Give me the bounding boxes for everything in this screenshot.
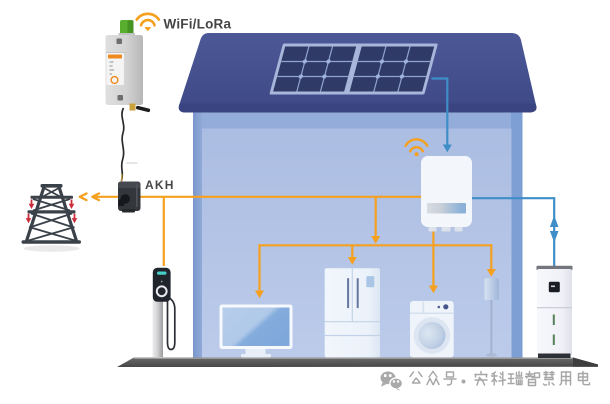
svg-text:WiFi/LoRa: WiFi/LoRa <box>164 17 232 32</box>
svg-text:AKH: AKH <box>145 178 175 192</box>
